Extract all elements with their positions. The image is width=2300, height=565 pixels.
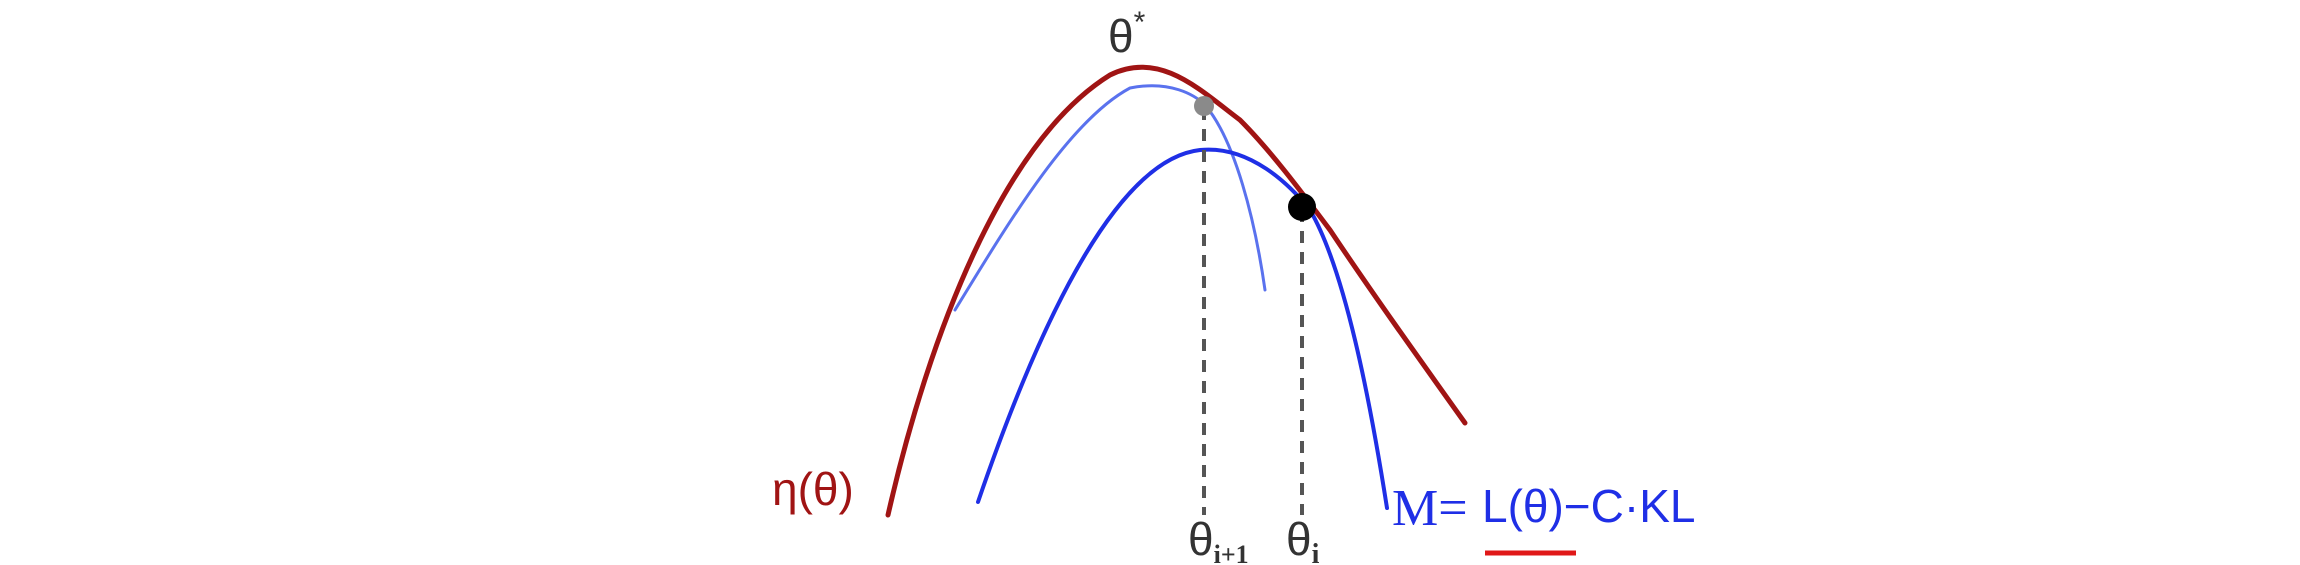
inner-surrogate-curve [953,84,1267,312]
surrogate-curve [976,147,1389,510]
eta-label: η(θ) [772,463,854,515]
theta-next-label: θi+1 [1188,513,1249,565]
theta-next-point [1194,96,1214,116]
m-expression-label: L(θ)−C·KL [1482,480,1695,532]
theta-i-label: θi [1286,513,1320,565]
m-prefix-label: M= [1392,480,1468,537]
theta-next-subscript: i+1 [1214,540,1249,565]
eta-curve [885,64,1468,518]
theta-star-label: θ* [1108,6,1146,62]
theta-star-superscript: * [1134,6,1146,39]
theta-i-subscript: i [1312,539,1320,565]
theta-i-point [1288,193,1316,221]
